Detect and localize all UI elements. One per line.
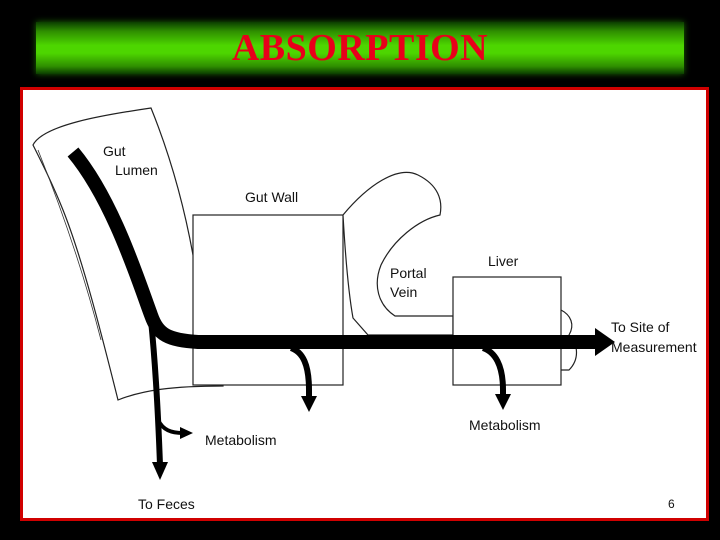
absorption-diagram: Gut Lumen Gut Wall Portal Vein Liver To …: [32, 107, 697, 512]
label-gut-wall: Gut Wall: [245, 189, 298, 205]
feces-arrowhead: [152, 462, 168, 480]
portal-vein-shape: [342, 171, 454, 336]
label-vein: Vein: [390, 284, 417, 300]
label-to-site: To Site of: [611, 319, 669, 335]
liver-metabolism-arrowhead: [495, 394, 511, 410]
page-number: 6: [668, 497, 675, 511]
lumen-metabolism-flow: [156, 419, 184, 435]
title-bar: ABSORPTION: [36, 22, 684, 74]
label-metabolism-lumen: Metabolism: [205, 432, 277, 448]
label-gut: Gut: [103, 143, 126, 159]
lumen-metabolism-arrowhead: [180, 427, 193, 439]
diagram-frame: Gut Lumen Gut Wall Portal Vein Liver To …: [20, 87, 709, 521]
site-arrowhead: [595, 328, 615, 356]
label-metabolism-liver: Metabolism: [469, 417, 541, 433]
gut-metabolism-arrowhead: [301, 396, 317, 412]
feces-flow: [148, 319, 163, 466]
gut-wall-shape: [192, 214, 344, 386]
label-liver: Liver: [488, 253, 519, 269]
absorption-flow-path: [67, 147, 598, 349]
liver-shape: [452, 276, 562, 386]
page-title: ABSORPTION: [231, 27, 489, 69]
label-portal: Portal: [390, 265, 427, 281]
label-measurement: Measurement: [611, 339, 697, 355]
gut-metabolism-flow: [289, 345, 312, 400]
liver-metabolism-flow: [481, 345, 506, 398]
label-lumen: Lumen: [115, 162, 158, 178]
label-to-feces: To Feces: [138, 496, 195, 512]
